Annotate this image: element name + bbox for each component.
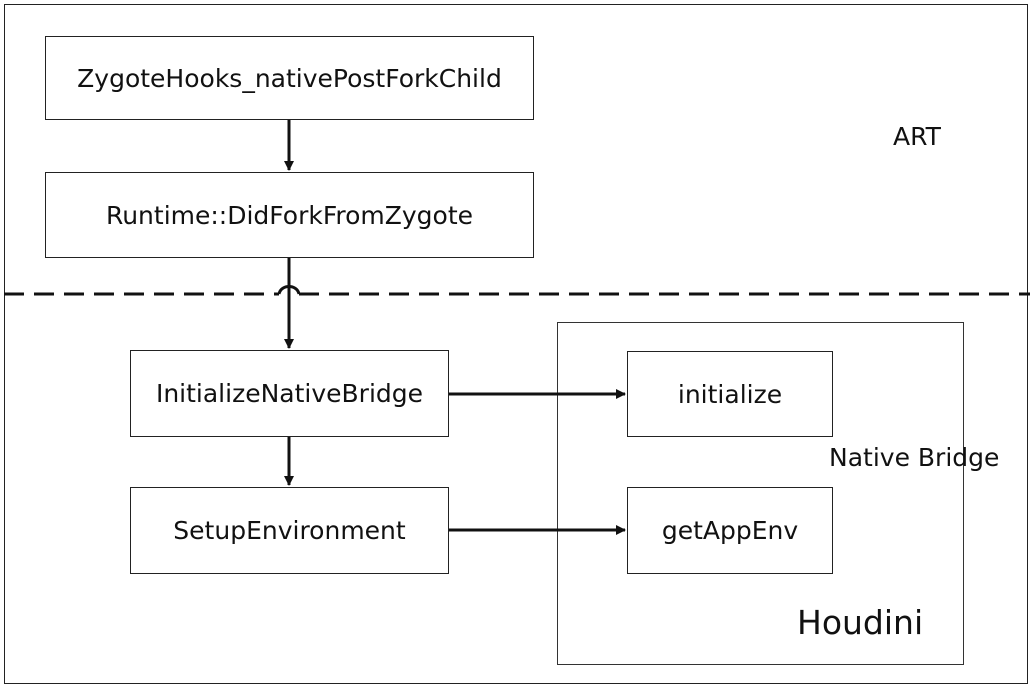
region-label-houdini: Houdini [797,603,924,642]
node-get-app-env-label: getAppEnv [661,516,799,545]
node-zygote-hooks-label: ZygoteHooks_nativePostForkChild [77,63,502,93]
node-did-fork-label: Runtime::DidForkFromZygote [105,200,474,230]
node-setup-environment: SetupEnvironment [130,487,449,574]
region-label-native-bridge: Native Bridge [829,443,1000,472]
node-init-native-bridge-label: InitializeNativeBridge [155,379,424,408]
node-setup-environment-label: SetupEnvironment [173,516,406,545]
region-label-art: ART [893,122,941,151]
node-init-native-bridge: InitializeNativeBridge [130,350,449,437]
node-initialize: initialize [627,351,833,437]
node-get-app-env: getAppEnv [627,487,833,574]
diagram-frame [4,4,1028,684]
node-zygote-hooks: ZygoteHooks_nativePostForkChild [45,36,534,120]
node-initialize-label: initialize [677,379,783,409]
node-did-fork: Runtime::DidForkFromZygote [45,172,534,258]
houdini-container [557,322,964,665]
